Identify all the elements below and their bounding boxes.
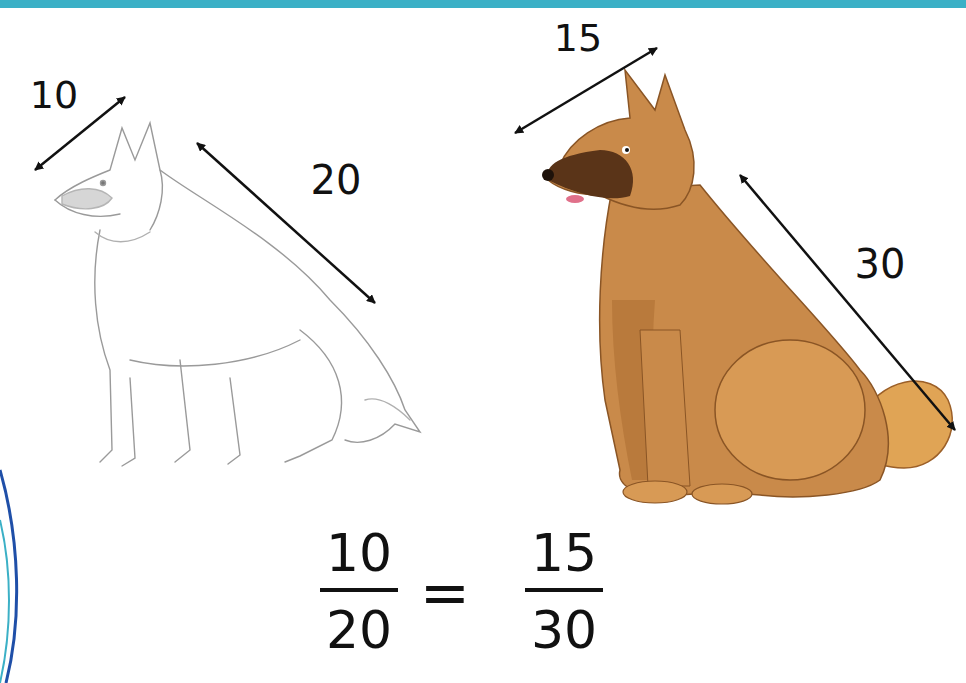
dimension-label: 20	[311, 160, 362, 200]
dimension-label: 30	[855, 244, 906, 284]
edge-swoosh	[0, 520, 9, 683]
fraction-number: 15	[531, 527, 597, 579]
brown-dog	[542, 70, 952, 504]
fraction-number: 20	[326, 604, 392, 656]
equals-sign: =	[420, 562, 470, 622]
dimension-label: 10	[30, 76, 78, 114]
fraction-number: 10	[326, 527, 392, 579]
dimension-arrow	[35, 48, 955, 430]
top-bar	[0, 0, 966, 8]
fraction-bar	[525, 588, 603, 592]
fraction-bar	[320, 588, 398, 592]
fraction-number: 30	[531, 604, 597, 656]
edge-swoosh	[0, 470, 17, 683]
sketch-dog	[55, 123, 420, 466]
dimension-label: 15	[554, 19, 602, 57]
